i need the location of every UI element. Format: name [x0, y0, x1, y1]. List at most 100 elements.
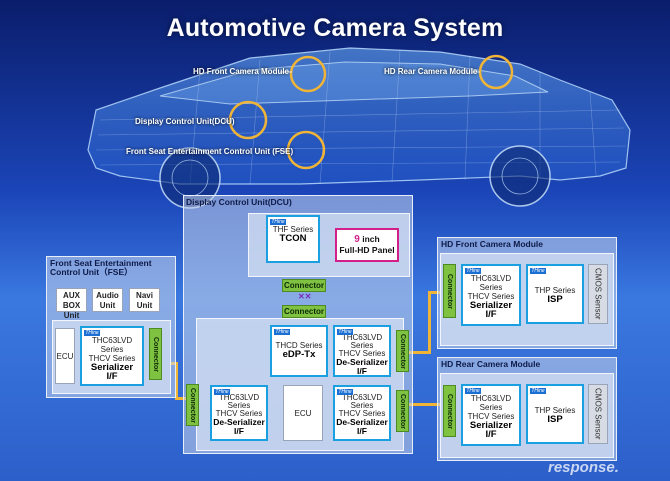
chip-name2: I/F — [485, 309, 497, 320]
navi-label-2: Unit — [136, 301, 153, 310]
thine-tag: THine — [214, 389, 230, 395]
audio-unit: Audio Unit — [92, 288, 123, 312]
chip-name1: De-Serializer — [336, 417, 388, 427]
chip-line3: THCV Series — [88, 354, 136, 363]
label-hd-rear-camera: HD Rear Camera Module — [384, 67, 478, 76]
navi-unit: Navi Unit — [129, 288, 160, 312]
wire-front-h2 — [428, 291, 440, 294]
rear-camera-connector: Connector — [443, 385, 456, 437]
chip-name2: I/F — [234, 426, 244, 436]
fse-panel-title-line1: Front Seat Entertainment — [50, 258, 152, 268]
panel-name: Full-HD Panel — [339, 245, 395, 255]
connector-bottom: Connector — [282, 305, 326, 318]
thine-tag: THine — [337, 329, 353, 335]
isp-name: ISP — [547, 294, 563, 305]
isp-series: THP Series — [534, 286, 576, 295]
chip-line1: THC63LVD — [91, 336, 133, 345]
chip-line1: THC63LVD — [470, 274, 512, 283]
deserializer-chip-1: THine THC63LVD Series THCV Series De-Ser… — [333, 325, 391, 377]
chip-line2: Series — [479, 403, 503, 412]
rear-cmos-sensor: CMOS Sensor — [588, 384, 608, 444]
thine-tag: THine — [465, 388, 481, 394]
wire-front-h1 — [409, 351, 431, 354]
tcon-series: THF Series — [272, 225, 314, 234]
panel-size-unit: inch — [359, 234, 380, 244]
label-dcu: Display Control Unit(DCU) — [135, 117, 235, 126]
deserializer-chip-3: THine THC63LVD Series THCV Series De-Ser… — [333, 385, 391, 441]
edp-chip: THine THCD Series eDP-Tx — [270, 325, 328, 377]
label-hd-front-camera: HD Front Camera Module — [193, 67, 290, 76]
chip-name2: I/F — [485, 429, 497, 440]
front-camera-connector: Connector — [443, 264, 456, 318]
wire-fse-v — [175, 362, 178, 400]
rear-camera-title: HD Rear Camera Module — [441, 359, 541, 369]
front-cmos-sensor: CMOS Sensor — [588, 264, 608, 324]
wire-front-v — [428, 291, 431, 354]
tcon-name: TCON — [279, 233, 307, 244]
chip-line3: THCV Series — [338, 349, 386, 358]
chip-line3: THCV Series — [338, 409, 386, 418]
thine-tag: THine — [530, 388, 546, 394]
chip-line2: Series — [479, 283, 503, 292]
response-watermark: response. — [548, 459, 619, 476]
connector-link-glyph: ✕✕ — [298, 292, 312, 301]
aux-box-unit: AUX BOX Unit — [56, 288, 87, 320]
chip-line1: THC63LVD — [341, 393, 383, 402]
fse-serializer-chip: THine THC63LVD Series THCV Series Serial… — [80, 326, 144, 386]
thine-tag: THine — [465, 268, 481, 274]
chip-name1: Serializer — [469, 300, 513, 311]
fse-panel-title-line2: Control Unit（FSE） — [50, 267, 133, 277]
chip-name2: I/F — [357, 366, 367, 376]
chip-line2: Series — [227, 401, 251, 410]
isp-series: THP Series — [534, 406, 576, 415]
thine-tag: THine — [337, 389, 353, 395]
isp-name: ISP — [547, 414, 563, 425]
chip-name2: I/F — [106, 371, 118, 382]
chip-line1: THC63LVD — [218, 393, 260, 402]
label-fse: Front Seat Entertainment Control Unit (F… — [126, 147, 294, 156]
chip-name1: Serializer — [469, 420, 513, 431]
wire-fse-h2 — [175, 397, 189, 400]
chip-line1: THC63LVD — [341, 333, 383, 342]
chip-line2: Series — [350, 401, 374, 410]
tcon-chip: THine THF Series TCON — [266, 215, 320, 263]
chip-line2: Series — [100, 345, 124, 354]
chip-line3: THCV Series — [215, 409, 263, 418]
front-isp-chip: THine THP Series ISP — [526, 264, 584, 324]
navi-label-1: Navi — [136, 291, 153, 300]
front-camera-title: HD Front Camera Module — [441, 239, 544, 249]
diagram-title: Automotive Camera System — [166, 14, 504, 42]
chip-line2: Series — [350, 341, 374, 350]
aux-label-1: AUX BOX — [62, 291, 81, 310]
edp-name: eDP-Tx — [282, 349, 316, 360]
thine-tag: THine — [270, 219, 286, 225]
fse-ecu-box: ECU — [55, 328, 75, 384]
connector-dcu-left: Connector — [186, 384, 199, 426]
connector-dcu-right-2: Connector — [396, 390, 409, 432]
chip-line1: THC63LVD — [470, 394, 512, 403]
chip-line3: THCV Series — [467, 292, 515, 301]
dcu-ecu-box: ECU — [283, 385, 323, 441]
chip-name2: I/F — [357, 426, 367, 436]
chip-name1: De-Serializer — [336, 357, 388, 367]
aux-label-2: Unit — [63, 311, 80, 320]
panel-size-number: 9 — [354, 234, 360, 245]
rear-isp-chip: THine THP Series ISP — [526, 384, 584, 444]
thine-tag: THine — [84, 330, 100, 336]
fullhd-panel-box: 9 inch Full-HD Panel — [335, 228, 399, 262]
connector-dcu-right-1: Connector — [396, 330, 409, 372]
rear-serializer-chip: THine THC63LVD Series THCV Series Serial… — [461, 384, 521, 446]
audio-label-2: Unit — [99, 301, 116, 310]
deserializer-chip-2: THine THC63LVD Series THCV Series De-Ser… — [210, 385, 268, 441]
dcu-panel-title: Display Control Unit(DCU) — [186, 197, 292, 207]
chip-name1: Serializer — [90, 362, 134, 373]
front-serializer-chip: THine THC63LVD Series THCV Series Serial… — [461, 264, 521, 326]
connector-top: Connector — [282, 279, 326, 292]
thine-tag: THine — [274, 329, 290, 335]
wire-rear — [409, 403, 441, 406]
chip-name1: De-Serializer — [213, 417, 265, 427]
fse-connector: Connector — [149, 328, 162, 380]
audio-label-1: Audio — [96, 291, 119, 300]
thine-tag: THine — [530, 268, 546, 274]
